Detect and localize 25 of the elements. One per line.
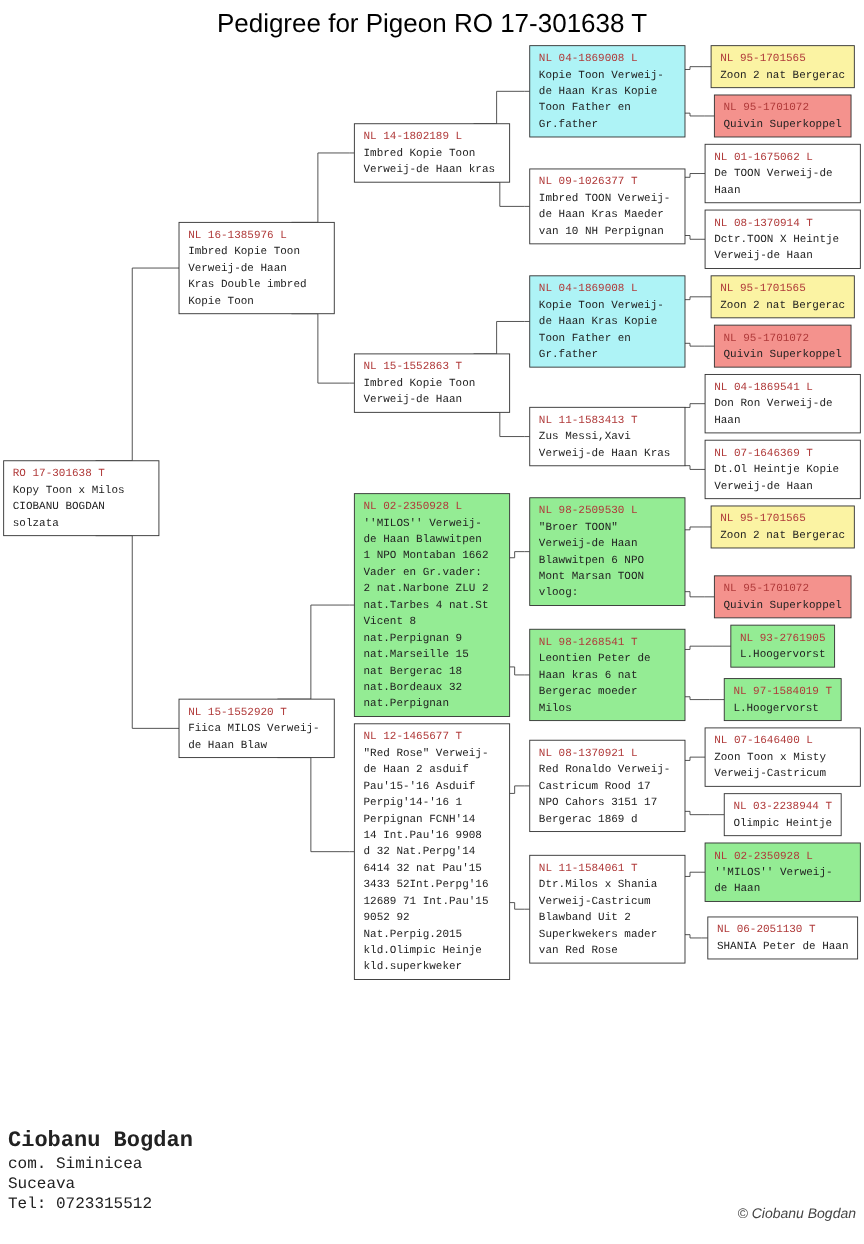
connector [684,696,725,701]
connector [684,173,706,178]
connector [684,756,706,761]
connector [684,591,715,598]
connector [684,810,725,816]
connector [684,296,712,301]
connector [684,526,712,531]
connector [684,66,712,70]
connector [684,645,732,650]
connector [684,465,706,470]
connector [684,235,706,240]
phone-number: Tel: 0723315512 [8,1196,153,1216]
diagram-title: Pedigree for Pigeon RO 17-301638 T [214,6,650,42]
address-line: com. Siminicea [8,1156,143,1176]
connector [684,112,715,117]
connector [684,342,715,347]
connector [684,934,709,939]
connector [509,902,531,910]
connector [509,551,531,559]
address-line: Suceava [8,1176,76,1196]
connector [509,785,531,794]
connector [684,403,706,408]
connector [684,871,706,877]
breeder-name: Ciobanu Bogdan [8,1130,193,1156]
connector [509,666,531,676]
